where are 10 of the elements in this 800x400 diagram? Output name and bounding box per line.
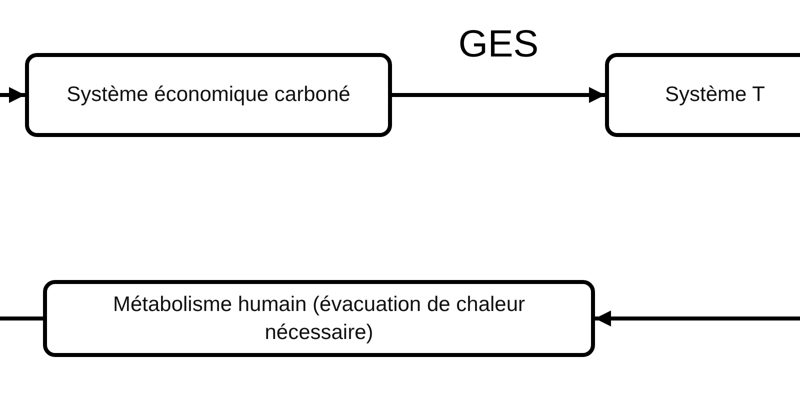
process-box xyxy=(605,53,800,137)
process-box xyxy=(43,280,595,357)
node-label: Métabolisme humain (évacuation de chaleur nécessaire) xyxy=(112,292,526,346)
node-label: Système économique carboné xyxy=(66,82,350,108)
arrow xyxy=(0,87,25,103)
process-box xyxy=(25,53,392,137)
node-label: Système T xyxy=(665,82,765,108)
connector-line xyxy=(0,316,43,320)
arrow xyxy=(595,310,800,326)
arrow xyxy=(392,87,605,103)
